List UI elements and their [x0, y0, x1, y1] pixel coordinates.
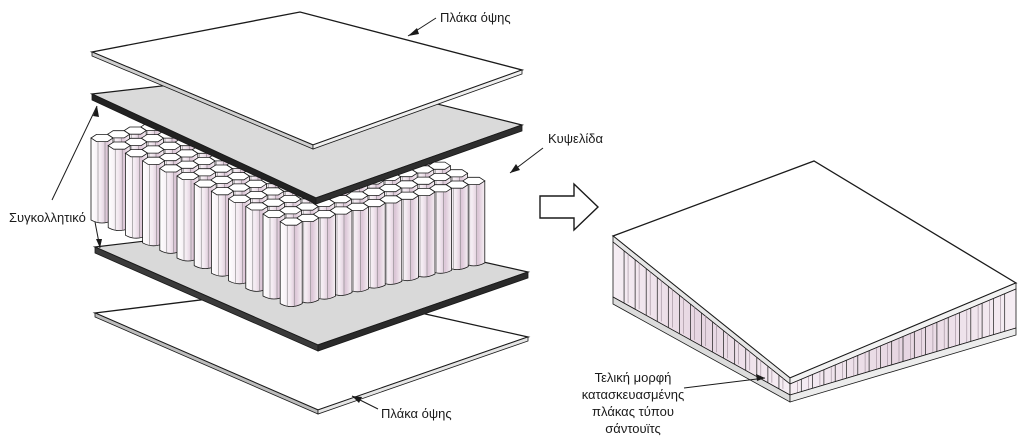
- honeycomb-cell: [107, 141, 131, 231]
- final-caption-line-4: σάντουϊτς: [605, 421, 660, 436]
- honeycomb-label: Κυψελίδα: [548, 131, 603, 146]
- honeycomb-cell: [176, 171, 200, 262]
- leader-line-final: [683, 374, 766, 389]
- final-form-caption: Τελική μορφή κατασκευασμένης πλάκας τύπο…: [582, 370, 685, 436]
- honeycomb-cell: [262, 209, 286, 300]
- face-sheet-top-label: Πλάκα όψης: [440, 10, 511, 25]
- honeycomb-cell: [210, 187, 235, 277]
- honeycomb-cell: [124, 149, 149, 239]
- adhesive-label: Συγκολλητικό: [9, 210, 86, 225]
- final-caption-line-3: πλάκας τύπου: [592, 404, 674, 419]
- face-sheet-bottom-label: Πλάκα όψης: [381, 406, 452, 421]
- honeycomb-cell: [90, 133, 114, 224]
- final-caption-line-1: Τελική μορφή: [595, 370, 672, 385]
- honeycomb-cell: [245, 202, 269, 292]
- honeycomb-cell: [227, 194, 252, 285]
- right-arrow-icon: [539, 182, 600, 232]
- finished-sandwich-panel: [611, 160, 1018, 403]
- top-face-sheet: [89, 11, 525, 150]
- honeycomb-cell: [279, 217, 303, 307]
- final-caption-line-2: κατασκευασμένης: [582, 387, 685, 402]
- leader-arrowheads-left: [93, 28, 520, 403]
